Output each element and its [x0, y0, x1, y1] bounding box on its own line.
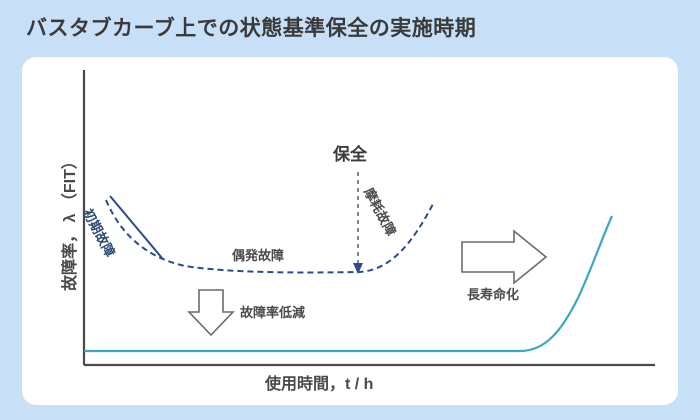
- label-failure-reduction: 故障率低減: [240, 305, 306, 320]
- x-axis-label: 使用時間，t / h: [265, 376, 374, 393]
- page-title: バスタブカーブ上での状態基準保全の実施時期: [26, 17, 477, 40]
- label-life-extension: 長寿命化: [467, 287, 520, 302]
- label-maintenance: 保全: [333, 145, 367, 164]
- chart-card: [22, 57, 678, 405]
- label-random-failure: 偶発故障: [232, 248, 285, 263]
- y-axis-label: 故障率， λ （FIT）: [62, 153, 79, 291]
